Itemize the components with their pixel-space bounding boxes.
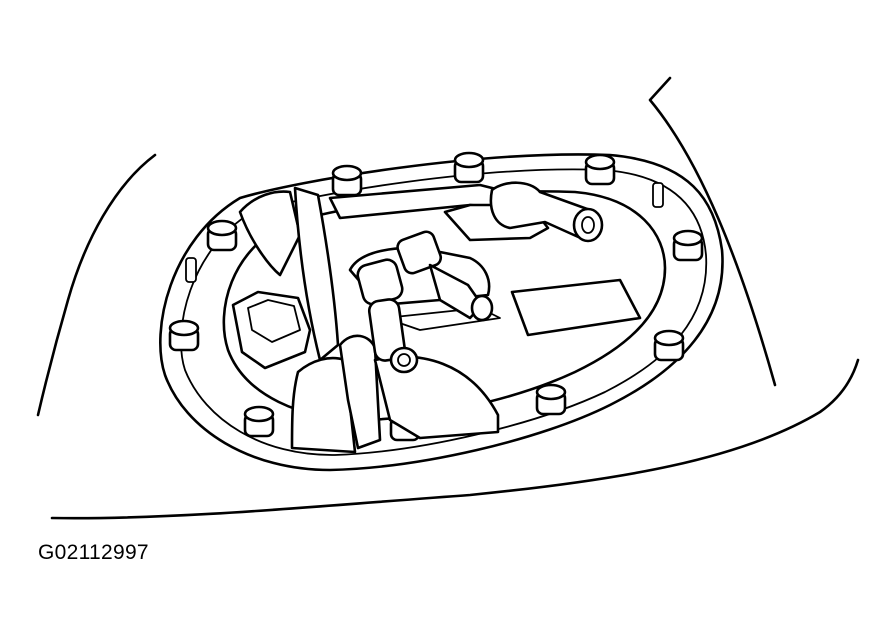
label-plate	[510, 278, 642, 337]
floor-panel-outline	[36, 76, 860, 520]
bolt	[653, 329, 685, 362]
bolt	[672, 229, 704, 262]
bolt	[331, 164, 363, 197]
bolt	[168, 319, 200, 352]
stud	[652, 182, 664, 208]
fuel-hose-elbow	[443, 181, 604, 243]
figure-code: G02112997	[38, 541, 149, 564]
stud	[185, 257, 197, 283]
bolt	[535, 383, 567, 416]
bracket-arms	[238, 186, 500, 454]
bolt	[453, 151, 485, 184]
sender-connector-box	[231, 290, 312, 370]
bolt	[243, 405, 275, 438]
fuel-pipe-assembly	[348, 230, 494, 374]
bolt	[206, 219, 238, 252]
bolt	[584, 153, 616, 186]
